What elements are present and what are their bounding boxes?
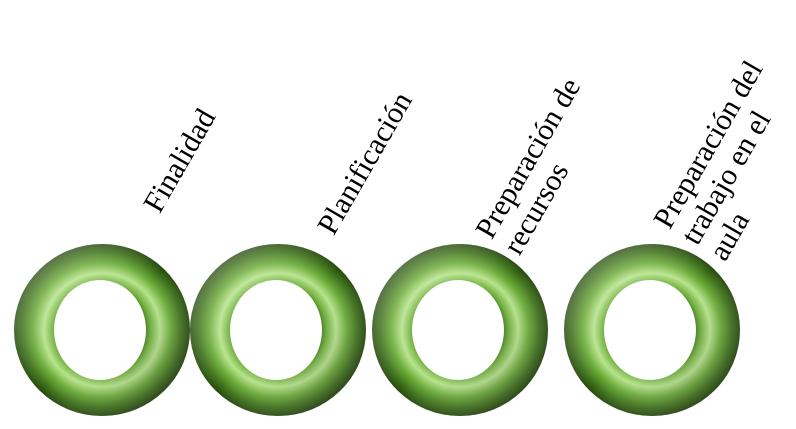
ring-icon [366,234,554,422]
ring-icon [184,234,372,422]
step-label-planificacion: Planificación [312,87,419,240]
ring-icon [558,234,746,422]
step-label-preparacion-recursos: Preparación de recursos [470,73,615,260]
label-line: Finalidad [138,104,222,218]
ring-icon [8,234,196,422]
label-line: Planificación [312,87,419,240]
step-label-finalidad: Finalidad [138,104,222,218]
